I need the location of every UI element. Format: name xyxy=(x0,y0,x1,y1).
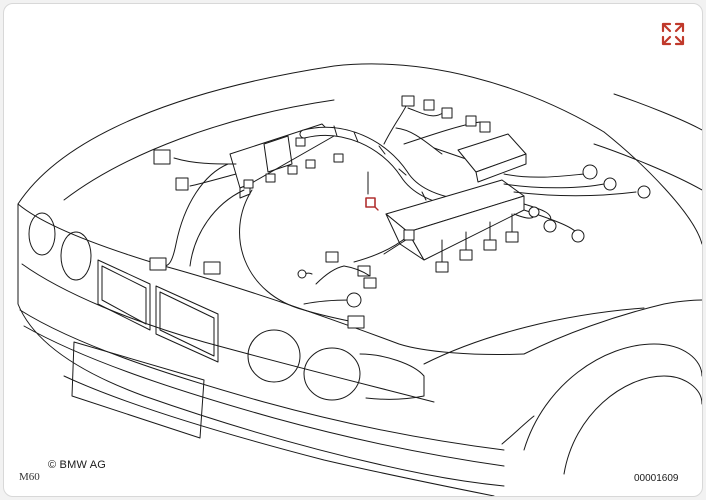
copyright-label: © BMW AG xyxy=(48,459,106,471)
diagram-viewer: © BMW AG M60 00001609 xyxy=(3,3,703,497)
part-hotspot-marker[interactable] xyxy=(365,197,379,211)
wiring-harness-diagram xyxy=(17,63,702,496)
car-body-outline xyxy=(17,63,702,496)
model-code-label: M60 xyxy=(19,471,40,483)
expand-arrows-icon xyxy=(661,22,685,46)
expand-button[interactable] xyxy=(660,21,686,47)
image-number-label: 00001609 xyxy=(634,473,679,484)
wiring-harness xyxy=(149,95,651,329)
